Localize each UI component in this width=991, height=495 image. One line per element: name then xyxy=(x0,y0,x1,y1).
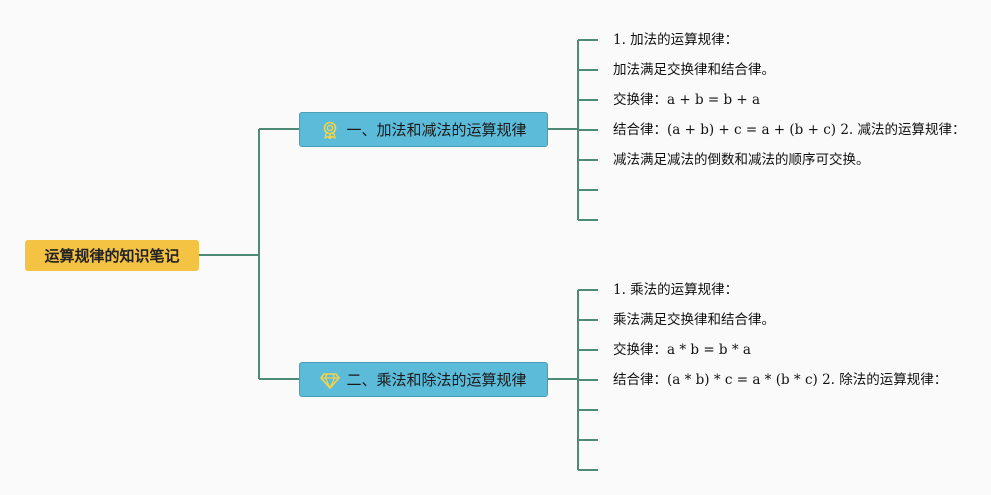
leaf-item[interactable]: 交换律：a + b = b + a xyxy=(613,92,761,108)
branch-label: 二、乘法和除法的运算规律 xyxy=(346,371,527,389)
leaf-item[interactable]: 结合律：(a + b) + c = a + (b + c) 2. 减法的运算规律… xyxy=(613,122,966,138)
branch-node-addition-subtraction[interactable]: 一、加法和减法的运算规律 xyxy=(299,112,548,147)
root-label: 运算规律的知识笔记 xyxy=(44,247,180,265)
leaf-item[interactable]: 减法满足减法的倒数和减法的顺序可交换。 xyxy=(613,152,870,168)
diamond-icon xyxy=(320,370,341,390)
leaf-item[interactable]: 加法满足交换律和结合律。 xyxy=(613,62,775,78)
leaf-item[interactable]: 1. 加法的运算规律： xyxy=(613,32,739,48)
root-node[interactable]: 运算规律的知识笔记 xyxy=(25,240,199,271)
leaf-item[interactable]: 1. 乘法的运算规律： xyxy=(613,282,739,298)
branch-label: 一、加法和减法的运算规律 xyxy=(346,121,527,139)
leaf-item[interactable]: 结合律：(a * b) * c = a * (b * c) 2. 除法的运算规律… xyxy=(613,372,948,388)
leaf-item[interactable]: 乘法满足交换律和结合律。 xyxy=(613,312,775,328)
leaf-item[interactable]: 交换律：a * b = b * a xyxy=(613,342,751,358)
branch-node-multiplication-division[interactable]: 二、乘法和除法的运算规律 xyxy=(299,362,548,397)
award-badge-icon xyxy=(320,120,340,140)
